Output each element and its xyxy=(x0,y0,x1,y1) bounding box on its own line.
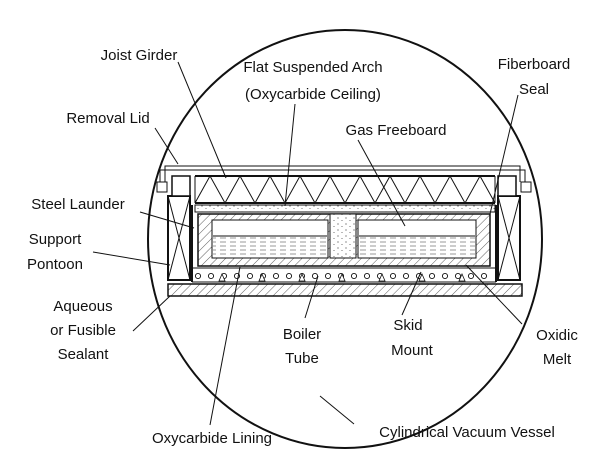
label-steel-launder: Steel Launder xyxy=(31,196,124,213)
skid-mount xyxy=(298,272,306,282)
label-joist-girder: Joist Girder xyxy=(101,47,178,64)
skid-mount xyxy=(458,272,466,282)
support-pontoon-right xyxy=(497,175,532,281)
boiler-tube xyxy=(194,272,202,280)
oxidic-melt xyxy=(213,235,475,257)
label-skid: Skid xyxy=(393,317,422,334)
label-cylindrical-vacuum-vessel: Cylindrical Vacuum Vessel xyxy=(379,424,555,441)
vacuum-vessel-outline xyxy=(147,29,543,449)
boiler-tube xyxy=(246,272,254,280)
boiler-tube xyxy=(428,272,436,280)
boiler-tube xyxy=(480,272,488,280)
label-boiler: Boiler xyxy=(283,326,321,343)
leader-lines xyxy=(92,61,523,426)
removal-lid xyxy=(159,165,526,182)
boiler-tube-layer xyxy=(192,267,496,283)
label-gas-freeboard: Gas Freeboard xyxy=(346,122,447,139)
boiler-tube xyxy=(272,272,280,280)
label-flat-suspended-arch: Flat Suspended Arch xyxy=(243,59,382,76)
boiler-tube xyxy=(389,272,397,280)
boiler-tube xyxy=(207,272,215,280)
boiler-tube xyxy=(363,272,371,280)
boiler-tube xyxy=(285,272,293,280)
boiler-tube xyxy=(467,272,475,280)
label-support: Support xyxy=(29,231,82,248)
boiler-tube xyxy=(402,272,410,280)
label-oxidic: Oxidic xyxy=(536,327,578,344)
skid-mount xyxy=(258,272,266,282)
label-sealant: Sealant xyxy=(58,346,110,363)
support-pontoon-left xyxy=(156,175,191,281)
boiler-tube xyxy=(324,272,332,280)
label-or-fusible: or Fusible xyxy=(50,322,116,339)
boiler-tube xyxy=(311,272,319,280)
label-aqueous: Aqueous xyxy=(53,298,112,315)
skid-mount xyxy=(338,272,346,282)
boiler-tube xyxy=(441,272,449,280)
flat-suspended-arch xyxy=(194,204,496,213)
steel-launder xyxy=(191,205,497,282)
label-seal: Seal xyxy=(519,81,549,98)
label-removal-lid: Removal Lid xyxy=(66,110,149,127)
label-oxycarbide-ceiling: (Oxycarbide Ceiling) xyxy=(245,86,381,103)
label-melt: Melt xyxy=(543,351,572,368)
label-oxycarbide-lining: Oxycarbide Lining xyxy=(152,430,272,447)
skid-mount xyxy=(218,272,226,282)
label-tube: Tube xyxy=(285,350,319,367)
skid-mount xyxy=(378,272,386,282)
label-mount: Mount xyxy=(391,342,434,359)
labels: Joist Girder Flat Suspended Arch (Oxycar… xyxy=(27,47,578,447)
label-pontoon: Pontoon xyxy=(27,256,83,273)
skid-mount xyxy=(418,272,426,282)
joist-girder xyxy=(194,174,496,205)
label-fiberboard: Fiberboard xyxy=(498,56,571,73)
base-slab xyxy=(167,283,523,297)
boiler-tube xyxy=(350,272,358,280)
boiler-tube xyxy=(454,272,462,280)
